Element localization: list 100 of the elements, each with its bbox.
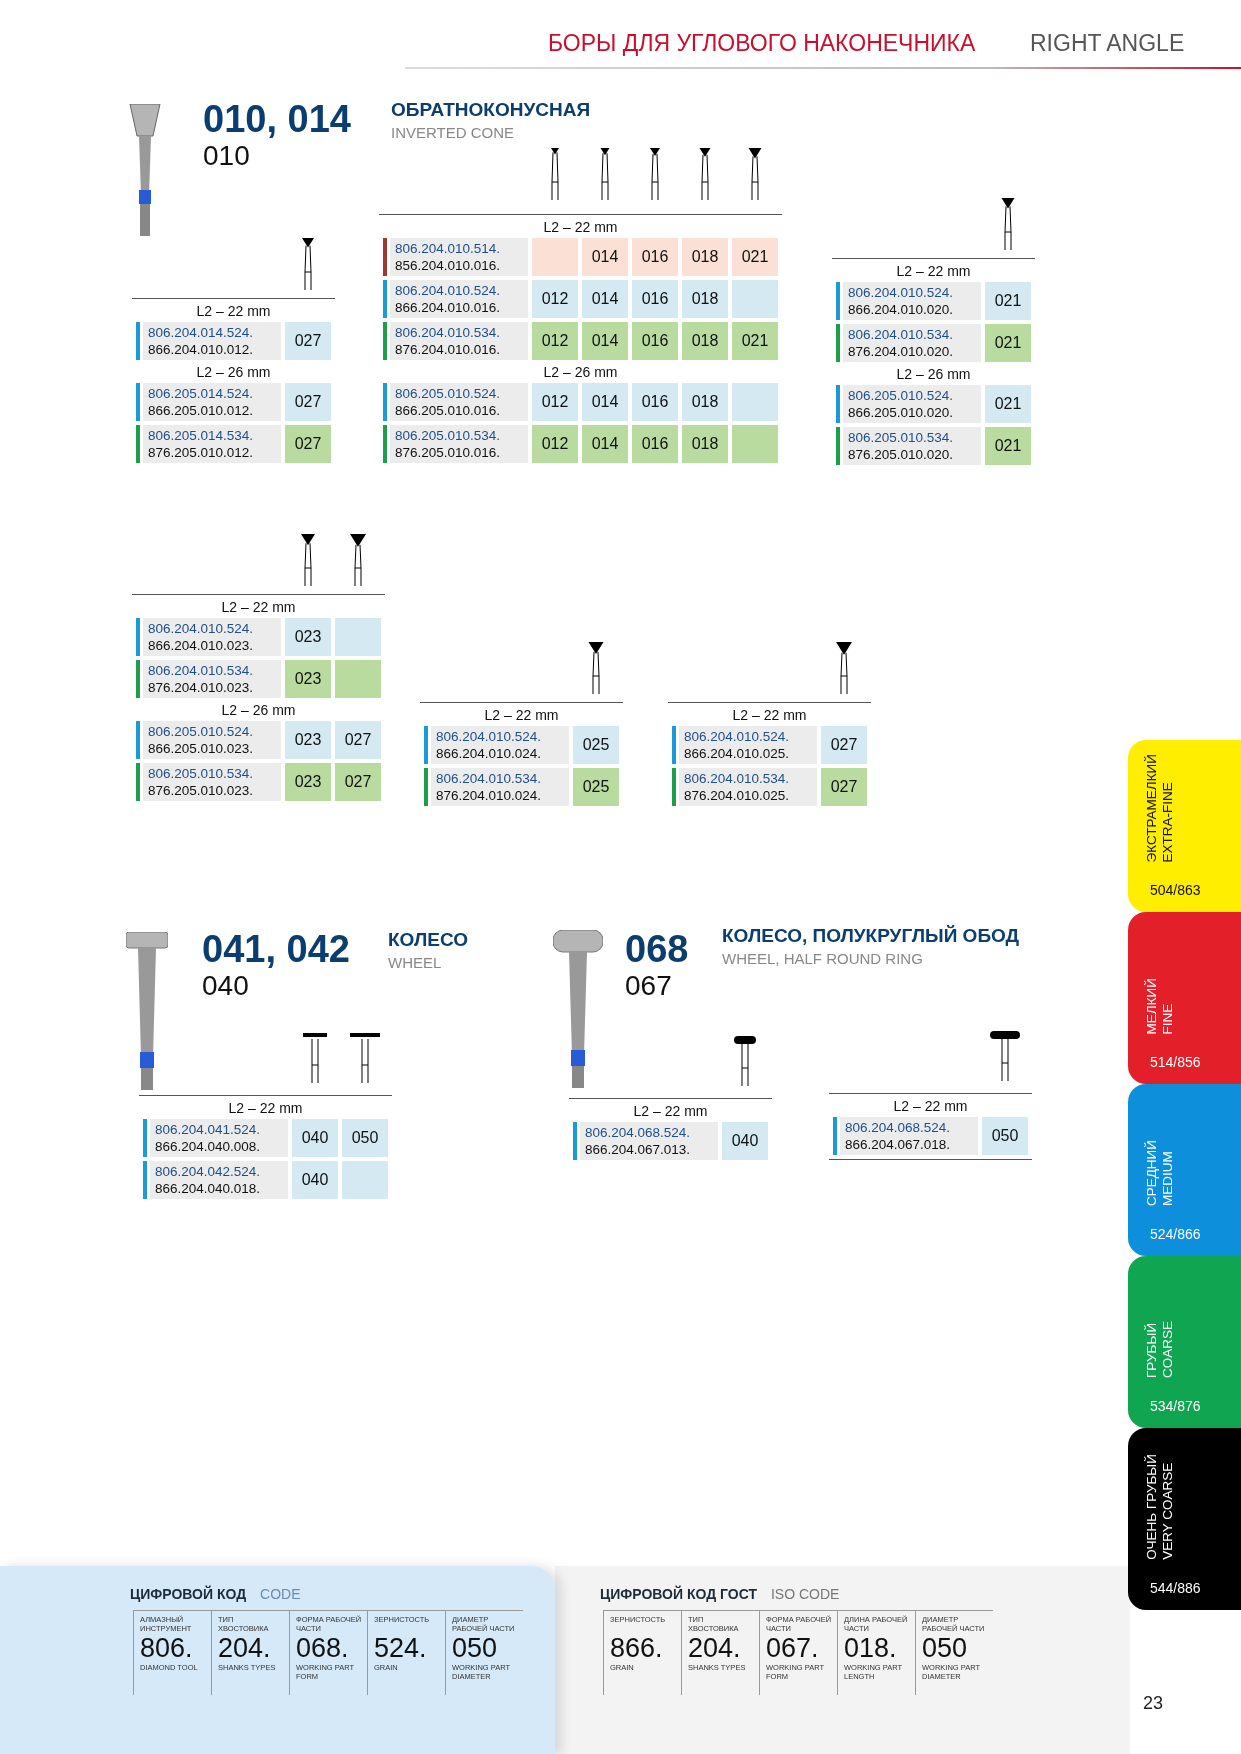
size-code: 018 [691,290,719,308]
grade-tab [1128,740,1241,912]
part-number: 866.204.010.025. [684,745,790,762]
size-code: 050 [351,1129,379,1147]
grade-code: 514/856 [1150,1054,1201,1070]
part-number: 806.205.010.534. [148,765,254,782]
size-code: 027 [830,736,858,754]
page-number: 23 [1143,1693,1164,1714]
part-number: 806.204.010.524. [684,728,790,745]
panel-subheading: ISO CODE [770,1586,840,1602]
size-code: 014 [591,393,619,411]
grade-tab [1128,1256,1241,1428]
code-digits: 068. [296,1633,350,1663]
size-code: 012 [541,435,569,453]
part-number: 806.204.042.524. [155,1163,261,1180]
part-number: 806.205.010.524. [848,387,954,404]
grade-name: MEDIUM [1160,1150,1175,1206]
code-panel [555,1566,1130,1754]
grade-code: 524/866 [1150,1226,1201,1242]
shank-length-label: L2 – 26 mm [196,364,271,380]
code-digits: 067. [766,1633,820,1663]
panel-subheading: CODE [260,1586,301,1602]
part-number: 866.204.010.020. [848,301,954,318]
size-code: 016 [641,290,669,308]
page-subtitle: RIGHT ANGLE [1030,30,1185,57]
shank-length-label: L2 – 26 mm [221,702,296,718]
size-code: 027 [294,435,322,453]
shank-length-label: L2 – 26 mm [896,366,971,382]
size-code: 023 [294,731,322,749]
part-number: 866.204.010.012. [148,341,254,358]
shank-length-label: L2 – 22 mm [896,263,971,279]
grade-code: 534/876 [1150,1398,1201,1414]
shank-length-label: L2 – 26 mm [543,364,618,380]
size-code: 016 [641,435,669,453]
code-digits: 018. [844,1633,898,1663]
shape-name-english: INVERTED CONE [391,123,515,143]
shank-length-label: L2 – 22 mm [228,1100,303,1116]
code-digits: 050 [452,1633,499,1663]
size-code: 040 [731,1132,759,1150]
size-code: 012 [541,290,569,308]
model-number: 010, 014 [203,98,351,140]
part-number: 866.205.010.012. [148,402,254,419]
part-number: 806.205.010.524. [395,385,501,402]
part-number: 806.204.010.514. [395,240,501,257]
shank-length-label: L2 – 22 mm [484,707,559,723]
size-code: 025 [582,778,610,796]
size-code: 027 [344,773,372,791]
size-code: 040 [301,1171,329,1189]
part-number: 866.204.040.018. [155,1180,261,1197]
part-number: 806.204.010.534. [148,662,254,679]
code-digits: 806. [140,1633,194,1663]
part-number: 806.205.010.534. [848,429,954,446]
grade-name: COARSE [1160,1321,1175,1378]
grade-tab [1128,1084,1241,1256]
grade-tab [1128,912,1241,1084]
part-number: 876.205.010.016. [395,444,501,461]
size-code: 021 [994,437,1022,455]
grade-name: FINE [1160,1002,1175,1034]
part-number: 876.204.010.023. [148,679,254,696]
size-code: 016 [641,393,669,411]
shape-name: КОЛЕСО, ПОЛУКРУГЛЫЙ ОБОД [722,924,1020,948]
size-code: 018 [691,435,719,453]
part-number: 806.204.010.534. [848,326,954,343]
model-number-sub: 010 [203,140,250,172]
size-code: 050 [991,1127,1019,1145]
part-number: 866.204.010.023. [148,637,254,654]
size-code: 021 [994,292,1022,310]
shank-length-label: L2 – 22 mm [732,707,807,723]
part-number: 806.204.010.534. [684,770,790,787]
part-number: 876.204.010.016. [395,341,501,358]
part-number: 806.204.010.534. [395,324,501,341]
size-code: 021 [994,334,1022,352]
grade-code: 504/863 [1150,882,1201,898]
part-number: 806.204.010.524. [436,728,542,745]
size-code: 018 [691,332,719,350]
size-code: 012 [541,332,569,350]
size-code: 018 [691,248,719,266]
shank-length-label: L2 – 22 mm [543,219,618,235]
size-code: 021 [994,395,1022,413]
grade-name: ОЧЕНЬ ГРУБЫЙ [1144,1454,1159,1560]
size-code: 040 [301,1129,329,1147]
part-number: 876.205.010.023. [148,782,254,799]
part-number: 806.204.010.524. [848,284,954,301]
shank-length-label: L2 – 22 mm [196,303,271,319]
shape-name: ОБРАТНОКОНУСНАЯ [391,98,591,122]
shank-length-label: L2 – 22 mm [633,1103,708,1119]
grade-name: МЕЛКИЙ [1144,977,1159,1034]
part-number: 806.204.068.524. [585,1124,691,1141]
part-number: 866.204.010.016. [395,299,501,316]
code-digits: 524. [374,1633,428,1663]
part-number: 876.204.010.025. [684,787,790,804]
shape-name-english: WHEEL [388,953,442,973]
grade-tab [1128,1428,1241,1610]
size-code: 014 [591,435,619,453]
part-number: 806.204.010.534. [436,770,542,787]
panel-heading: ЦИФРОВОЙ КОД [130,1586,247,1602]
part-number: 806.204.041.524. [155,1121,261,1138]
part-number: 806.204.014.524. [148,324,254,341]
size-code: 021 [741,248,769,266]
shank-length-label: L2 – 22 mm [893,1098,968,1114]
